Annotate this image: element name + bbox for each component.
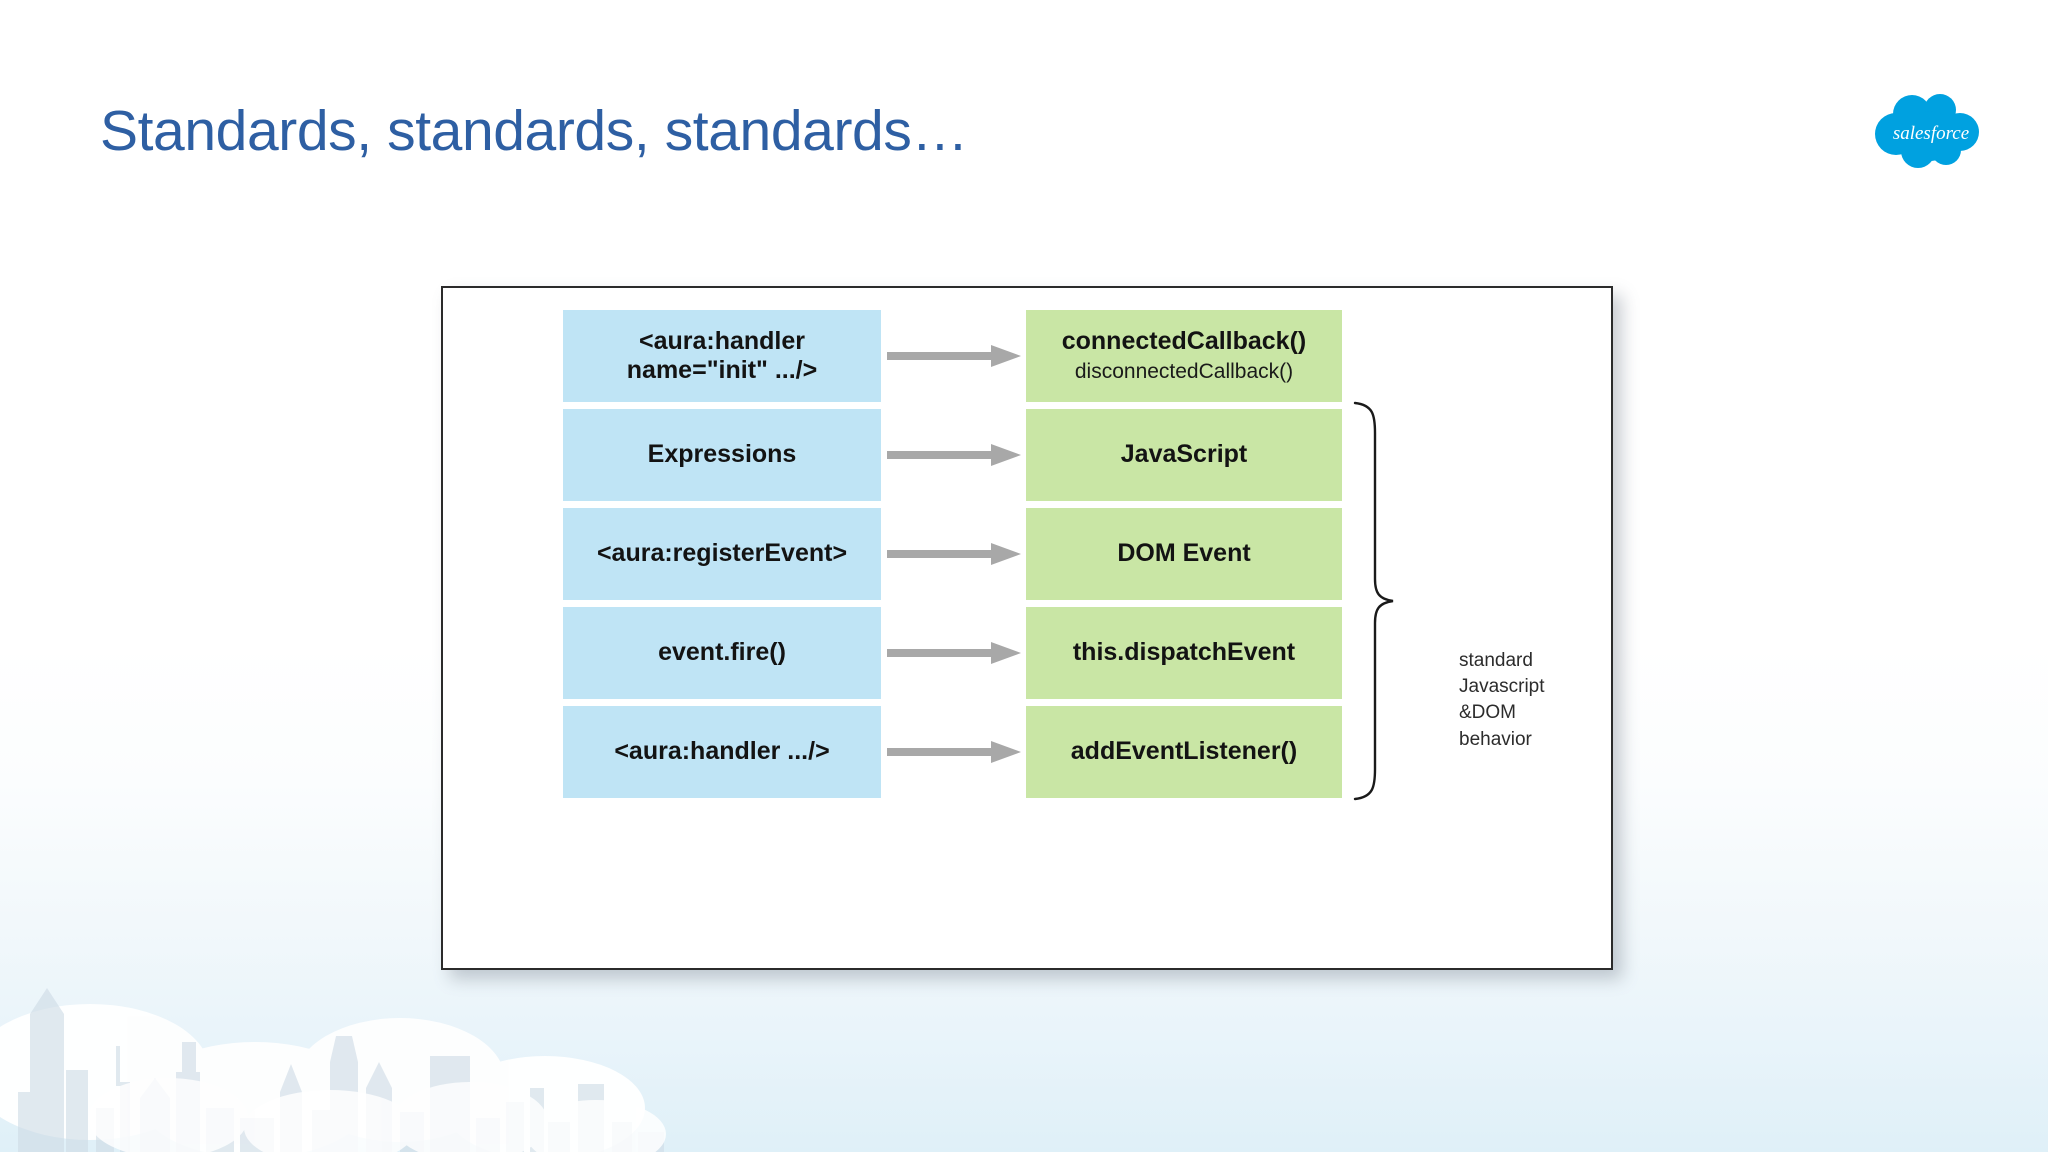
mapping-arrow-icon [887,345,1021,367]
lwc-target-box: addEventListener() [1026,706,1342,798]
grouping-brace-icon [1353,401,1394,801]
source-label-line1: <aura:registerEvent> [596,539,848,568]
mapping-row: Expressions JavaScript [443,409,1611,501]
target-label: JavaScript [1120,440,1248,469]
lwc-target-box: this.dispatchEvent [1026,607,1342,699]
salesforce-logo: salesforce [1875,94,1979,168]
source-label-line1: <aura:handler .../> [614,737,830,766]
mapping-arrow-icon [887,741,1021,763]
mapping-row: <aura:handler name="init" .../> connecte… [443,310,1611,402]
page-title: Standards, standards, standards… [100,99,969,163]
annotation-line-2: Javascript [1459,676,1545,698]
aura-source-box: event.fire() [563,607,881,699]
lwc-target-box: connectedCallback() disconnectedCallback… [1026,310,1342,402]
mapping-row: <aura:registerEvent> DOM Event [443,508,1611,600]
annotation-line-3: &DOM [1459,702,1516,724]
lwc-target-box: DOM Event [1026,508,1342,600]
lwc-target-box: JavaScript [1026,409,1342,501]
source-label-line1: Expressions [647,440,797,469]
mapping-arrow-icon [887,642,1021,664]
target-label: this.dispatchEvent [1072,638,1296,667]
brace-annotation: standard Javascript &DOM behavior [1459,648,1609,753]
aura-source-box: <aura:handler name="init" .../> [563,310,881,402]
mapping-arrow-icon [887,543,1021,565]
diagram-frame: <aura:handler name="init" .../> connecte… [441,286,1613,970]
mapping-row: <aura:handler .../> addEventListener() [443,706,1611,798]
mapping-row: event.fire() this.dispatchEvent [443,607,1611,699]
annotation-line-1: standard [1459,650,1533,671]
aura-source-box: <aura:handler .../> [563,706,881,798]
target-label: DOM Event [1117,539,1251,568]
source-label-line2: name="init" .../> [626,356,818,384]
target-sublabel: disconnectedCallback() [1074,359,1294,383]
aura-source-box: <aura:registerEvent> [563,508,881,600]
target-label: addEventListener() [1070,737,1298,766]
target-label: connectedCallback() [1061,327,1307,356]
salesforce-wordmark: salesforce [1893,123,1969,144]
aura-source-box: Expressions [563,409,881,501]
mapping-arrow-icon [887,444,1021,466]
source-label-line1: event.fire() [658,638,786,667]
annotation-line-4: behavior [1459,728,1532,750]
source-label-line1: <aura:handler [638,326,806,355]
